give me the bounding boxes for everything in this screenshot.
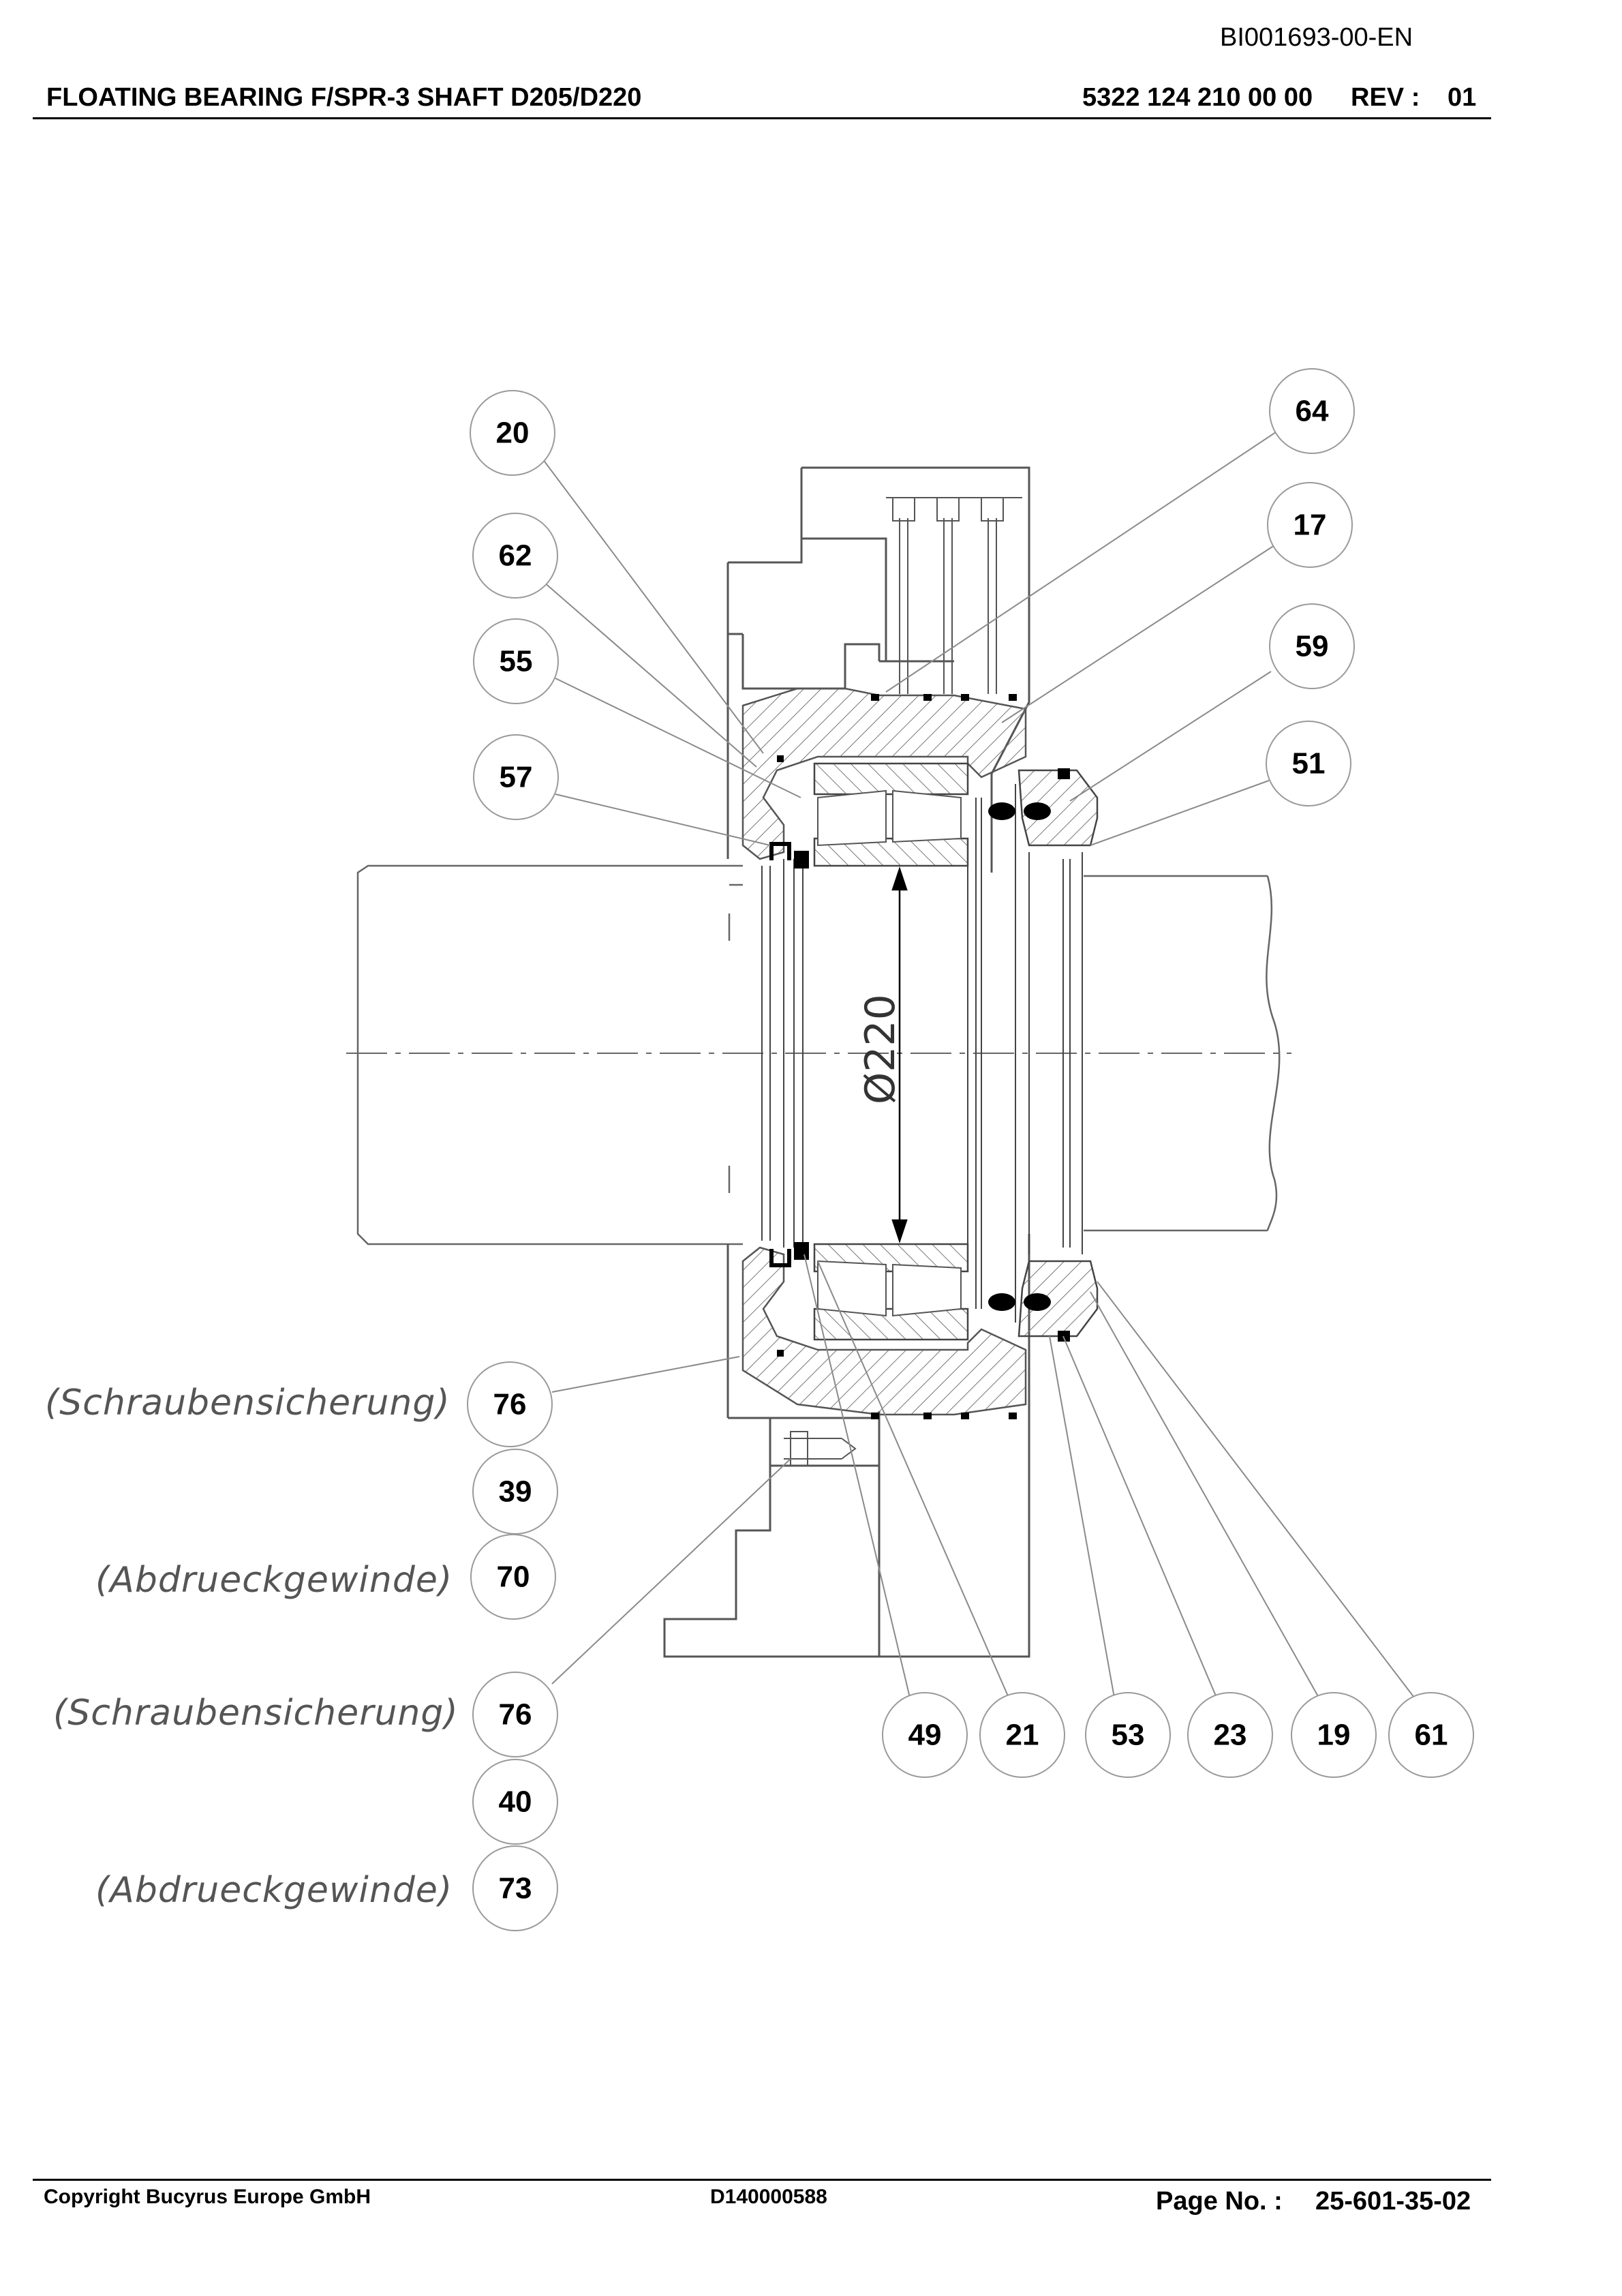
balloon-53: 53 xyxy=(1085,1692,1171,1778)
balloon-19: 19 xyxy=(1291,1692,1377,1778)
svg-text:70: 70 xyxy=(497,1560,530,1594)
diameter-dimension-label: Ø220 xyxy=(857,994,904,1104)
svg-text:59: 59 xyxy=(1296,630,1329,663)
lube-bores xyxy=(784,497,1022,1466)
end-cover-hatch-lower xyxy=(1017,1260,1099,1338)
drawing-number: D140000588 xyxy=(710,2186,827,2208)
note-abdrueckgewinde-2: (Abdrueckgewinde) xyxy=(95,1870,453,1911)
balloon-70: 70 xyxy=(470,1534,556,1620)
svg-text:64: 64 xyxy=(1296,395,1329,428)
svg-text:40: 40 xyxy=(499,1785,532,1819)
seals xyxy=(777,694,1070,1419)
note-schraubensicherung-2: (Schraubensicherung) xyxy=(53,1693,459,1734)
note-abdrueckgewinde-1: (Abdrueckgewinde) xyxy=(95,1560,453,1601)
bearing-rollers xyxy=(817,789,962,1317)
balloon-49: 49 xyxy=(882,1692,968,1778)
balloon-73: 73 xyxy=(472,1845,558,1931)
svg-text:20: 20 xyxy=(496,417,530,450)
balloon-20: 20 xyxy=(470,390,555,476)
svg-text:73: 73 xyxy=(499,1872,532,1905)
page-number: 25-601-35-02 xyxy=(1315,2187,1471,2216)
svg-text:76: 76 xyxy=(493,1388,527,1421)
balloon-76-b: 76 xyxy=(472,1672,558,1757)
balloon-23: 23 xyxy=(1187,1692,1273,1778)
balloon-21: 21 xyxy=(979,1692,1065,1778)
end-cover-hatch xyxy=(1017,769,1099,847)
revision-label: REV : xyxy=(1351,83,1420,112)
balloon-40: 40 xyxy=(472,1759,558,1845)
balloon-76-a: 76 xyxy=(467,1361,553,1447)
diameter-dimension xyxy=(891,866,908,1243)
balloon-55: 55 xyxy=(473,618,559,704)
part-number: 5322 124 210 00 00 xyxy=(1082,83,1313,112)
svg-text:51: 51 xyxy=(1292,747,1326,781)
balloon-17: 17 xyxy=(1267,482,1353,568)
balloon-57: 57 xyxy=(473,734,559,820)
page-number-label: Page No. : xyxy=(1156,2187,1283,2216)
inner-sleeve xyxy=(761,784,1083,1323)
copyright: Copyright Bucyrus Europe GmbH xyxy=(44,2186,371,2208)
balloon-59: 59 xyxy=(1269,603,1355,689)
svg-text:57: 57 xyxy=(500,761,533,794)
svg-text:55: 55 xyxy=(500,645,533,678)
bearing-outer-ring xyxy=(813,762,969,1341)
document-title: FLOATING BEARING F/SPR-3 SHAFT D205/D220 xyxy=(46,83,642,112)
svg-text:21: 21 xyxy=(1006,1719,1039,1752)
svg-text:61: 61 xyxy=(1415,1719,1448,1752)
svg-text:76: 76 xyxy=(499,1698,532,1732)
balloon-61: 61 xyxy=(1388,1692,1474,1778)
balloon-51: 51 xyxy=(1266,721,1351,806)
shaft xyxy=(356,864,1281,1245)
leader-lines xyxy=(538,430,1415,1698)
svg-text:53: 53 xyxy=(1112,1719,1145,1752)
balloon-62: 62 xyxy=(472,513,558,599)
document-id: BI001693-00-EN xyxy=(1220,23,1413,52)
housing-hatch-lower xyxy=(741,1246,1027,1416)
header-rule xyxy=(33,117,1491,119)
svg-text:17: 17 xyxy=(1294,509,1327,542)
balloon-39: 39 xyxy=(472,1449,558,1535)
footer-rule xyxy=(33,2179,1491,2181)
revision-value: 01 xyxy=(1448,83,1477,112)
housing xyxy=(663,466,1030,1658)
svg-text:19: 19 xyxy=(1317,1719,1351,1752)
balloon-64: 64 xyxy=(1269,368,1355,454)
svg-text:23: 23 xyxy=(1214,1719,1247,1752)
svg-text:49: 49 xyxy=(908,1719,942,1752)
u-cup-seals xyxy=(769,842,791,1267)
note-schraubensicherung-1: (Schraubensicherung) xyxy=(45,1383,450,1423)
svg-text:62: 62 xyxy=(499,539,532,573)
svg-text:39: 39 xyxy=(499,1475,532,1509)
